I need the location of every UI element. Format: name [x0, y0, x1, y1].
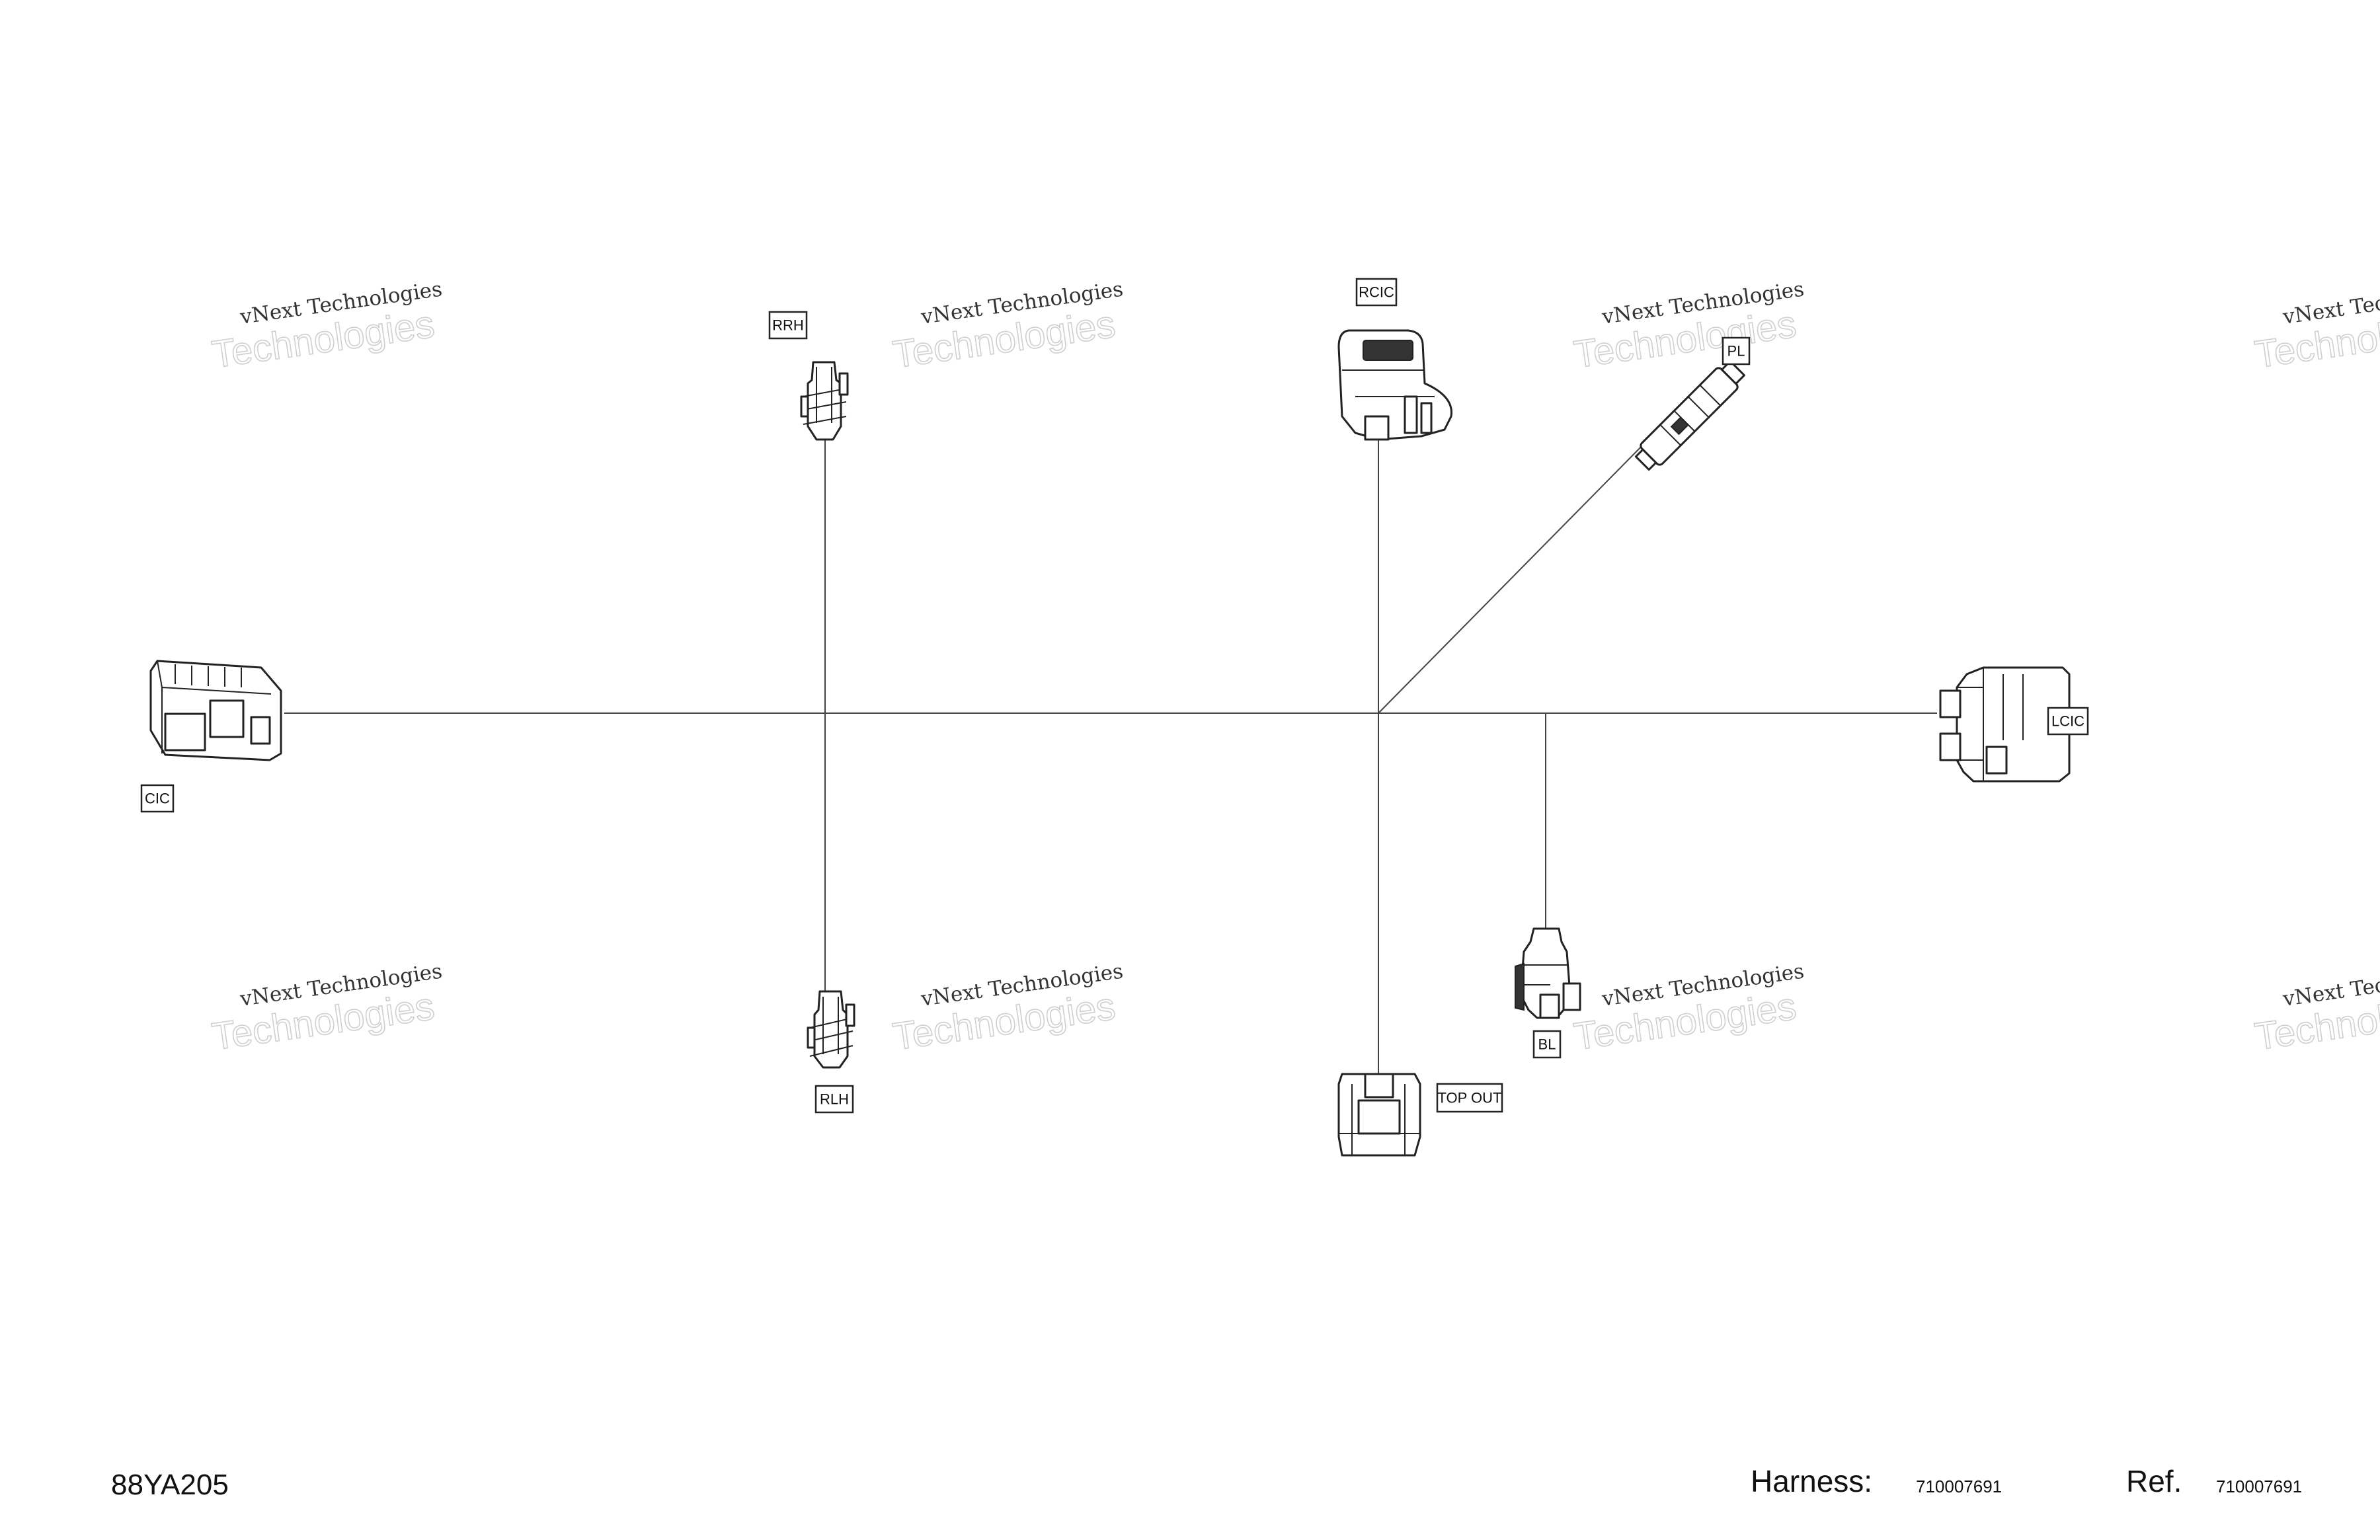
- lcic-connector[interactable]: [1939, 666, 2071, 783]
- label-rrh: RRH: [768, 311, 808, 340]
- harness-number: 710007691: [1916, 1477, 2003, 1496]
- rrh-connector[interactable]: [800, 361, 849, 441]
- watermark: Technologies vNext Technologies: [209, 277, 444, 377]
- top-out-connector[interactable]: [1337, 1073, 1421, 1157]
- svg-text:RCIC: RCIC: [1359, 284, 1394, 301]
- diagram-code: 88YA205: [111, 1469, 229, 1501]
- svg-text:TOP OUT: TOP OUT: [1438, 1090, 1502, 1106]
- svg-text:PL: PL: [1727, 343, 1745, 360]
- label-top-out: TOP OUT: [1436, 1083, 1503, 1113]
- rcic-connector[interactable]: [1337, 329, 1452, 441]
- svg-text:LCIC: LCIC: [2051, 713, 2084, 730]
- svg-text:RLH: RLH: [820, 1091, 849, 1108]
- watermark: Technologies vNext Technologies: [890, 959, 1125, 1059]
- label-pl: PL: [1722, 336, 1751, 366]
- pl-connector[interactable]: [1632, 358, 1748, 474]
- watermark: Technologies vNext Technologies: [209, 959, 444, 1059]
- rlh-connector[interactable]: [807, 990, 855, 1069]
- watermark: Technologies vNext Technologies: [2252, 277, 2380, 377]
- cic-connector[interactable]: [149, 660, 282, 761]
- label-lcic: LCIC: [2047, 707, 2089, 736]
- label-rcic: RCIC: [1355, 278, 1398, 307]
- ref-number: 710007691: [2216, 1477, 2303, 1496]
- label-rlh: RLH: [814, 1085, 854, 1114]
- wire-group: [284, 434, 1937, 1074]
- bl-connector[interactable]: [1515, 927, 1581, 1019]
- svg-text:BL: BL: [1538, 1036, 1556, 1053]
- ref-label: Ref.: [2126, 1464, 2182, 1498]
- svg-text:CIC: CIC: [145, 790, 170, 807]
- pl-branch-wire: [1378, 434, 1653, 714]
- watermark: Technologies vNext Technologies: [1571, 277, 1805, 377]
- harness-label: Harness:: [1751, 1464, 1873, 1498]
- watermark: Technologies vNext Technologies: [890, 277, 1125, 377]
- svg-text:RRH: RRH: [772, 317, 804, 334]
- watermark: Technologies vNext Technologies: [2252, 959, 2380, 1059]
- watermark: Technologies vNext Technologies: [1571, 959, 1805, 1059]
- label-cic: CIC: [140, 784, 175, 813]
- label-bl: BL: [1532, 1030, 1562, 1059]
